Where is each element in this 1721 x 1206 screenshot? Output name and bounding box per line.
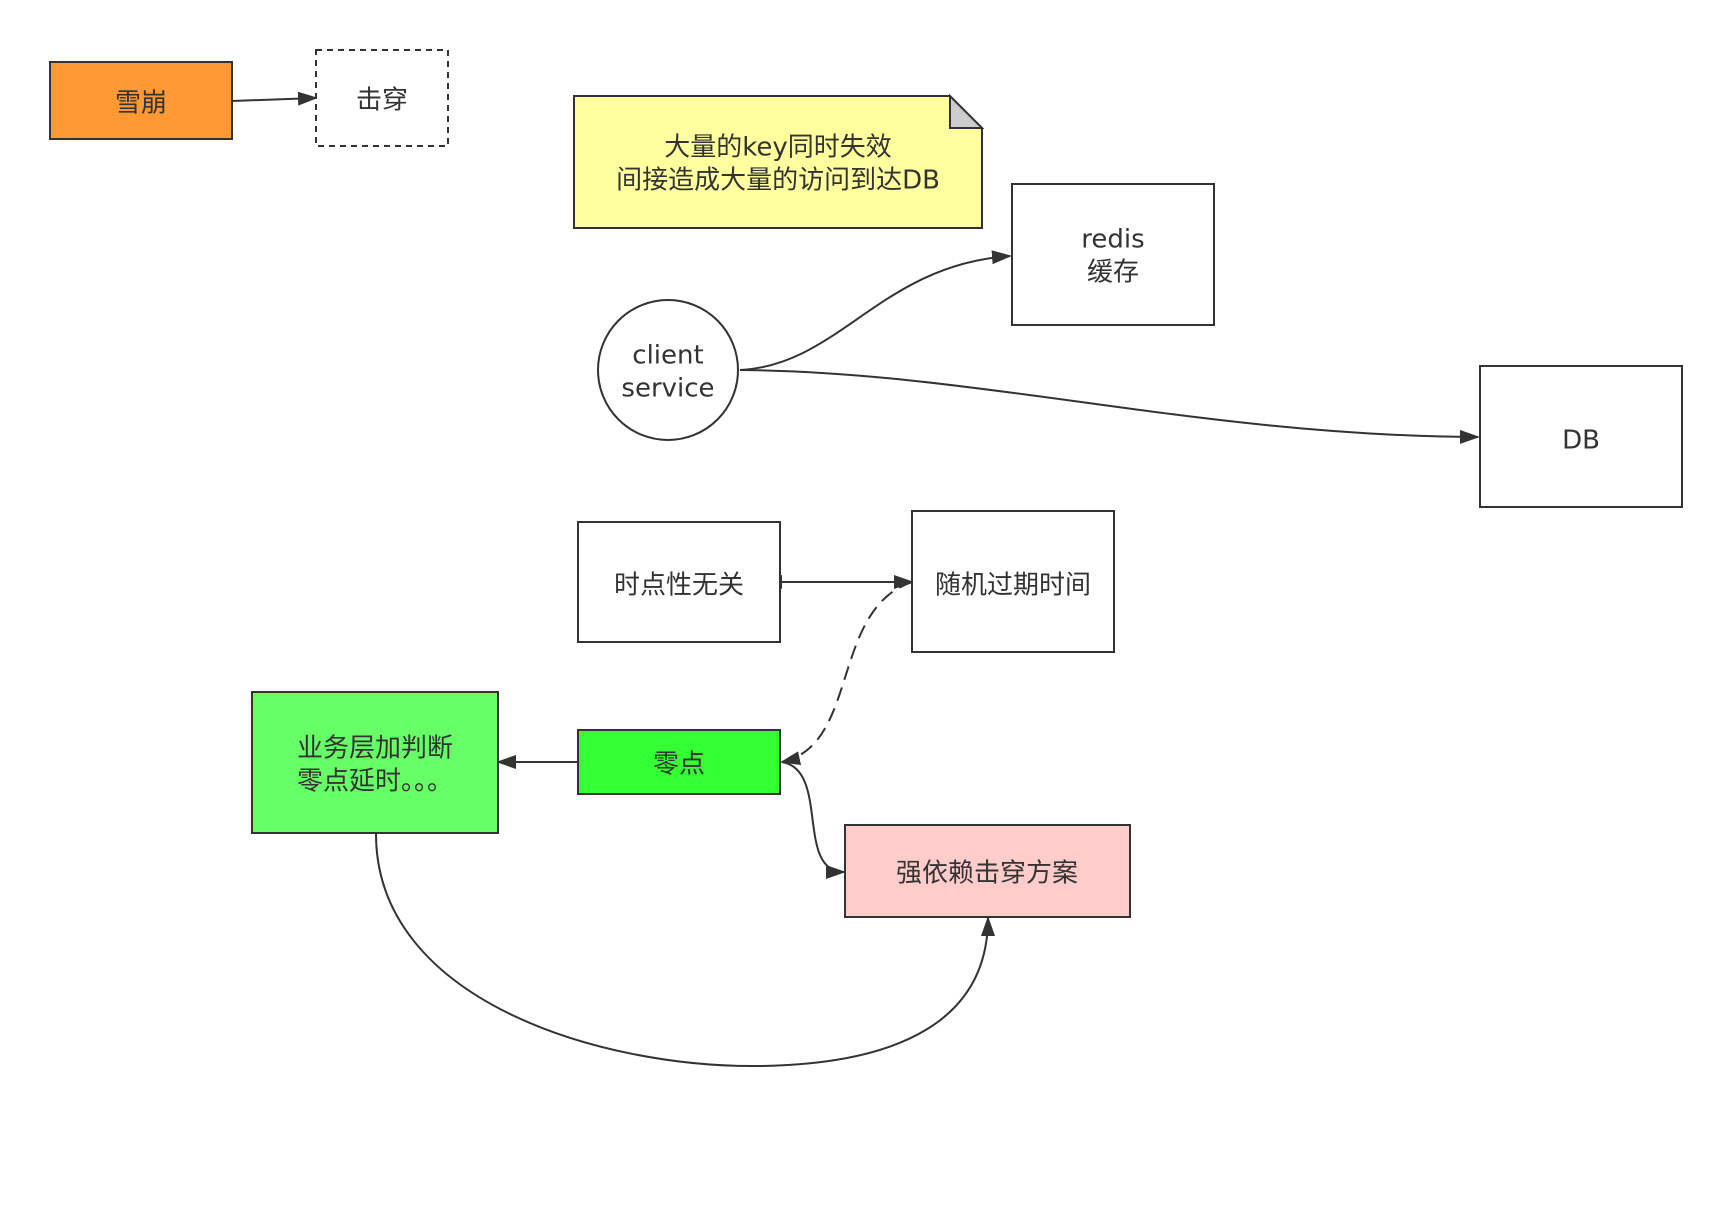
node-db-box bbox=[1479, 365, 1683, 508]
node-client-line-2: service bbox=[621, 374, 714, 404]
node-client-line-1: client bbox=[632, 341, 703, 371]
node-client-circle bbox=[597, 299, 739, 441]
edge-client-to-db bbox=[739, 369, 1480, 444]
node-redis-line-2: 缓存 bbox=[1087, 258, 1139, 288]
node-redis-line-1: redis bbox=[1081, 225, 1144, 255]
node-business-layer-box bbox=[251, 691, 499, 834]
note-fold-corner bbox=[949, 93, 985, 129]
node-time-irrelevant-box bbox=[577, 521, 781, 643]
node-strong-dependency-label: 强依赖击穿方案 bbox=[896, 859, 1078, 889]
note-line-2: 间接造成大量的访问到达DB bbox=[616, 166, 940, 196]
node-time-irrelevant-label: 时点性无关 bbox=[614, 571, 744, 601]
node-zero-point-label: 零点 bbox=[653, 750, 705, 780]
note-shape bbox=[573, 95, 983, 229]
node-zero-point[interactable]: 零点 bbox=[577, 729, 781, 795]
node-avalanche-box bbox=[49, 61, 233, 140]
node-avalanche[interactable]: 雪崩 bbox=[49, 61, 233, 140]
node-db-label: DB bbox=[1562, 426, 1600, 456]
node-redis-box bbox=[1011, 183, 1215, 326]
edge-random-expire-to-zero-point bbox=[780, 581, 913, 765]
node-zero-point-box bbox=[577, 729, 781, 795]
node-db[interactable]: DB bbox=[1479, 365, 1683, 508]
node-penetration[interactable]: 击穿 bbox=[315, 49, 449, 147]
edges bbox=[231, 91, 1480, 1068]
node-strong-dependency-box bbox=[844, 824, 1131, 918]
node-redis[interactable]: redis 缓存 bbox=[1011, 183, 1215, 326]
edge-zero-point-to-strong-dependency bbox=[781, 761, 846, 879]
edge-client-to-redis bbox=[739, 250, 1012, 371]
node-business-layer[interactable]: 业务层加判断 零点延时。。。 bbox=[251, 691, 499, 834]
node-penetration-label: 击穿 bbox=[356, 86, 408, 116]
node-random-expire-label: 随机过期时间 bbox=[935, 571, 1091, 601]
note-line-1: 大量的key同时失效 bbox=[664, 133, 892, 163]
node-client[interactable]: client service bbox=[597, 299, 739, 441]
node-business-layer-line-1: 业务层加判断 bbox=[297, 734, 453, 764]
edge-business-layer-to-strong-dependency bbox=[375, 833, 995, 1068]
node-business-layer-line-2: 零点延时。。。 bbox=[297, 767, 453, 797]
node-random-expire-box bbox=[911, 510, 1115, 653]
node-strong-dependency[interactable]: 强依赖击穿方案 bbox=[844, 824, 1131, 918]
node-avalanche-label: 雪崩 bbox=[115, 89, 167, 119]
edge-avalanche-to-penetration bbox=[231, 91, 318, 106]
node-random-expire[interactable]: 随机过期时间 bbox=[911, 510, 1115, 653]
node-time-irrelevant[interactable]: 时点性无关 bbox=[577, 521, 781, 643]
node-penetration-box bbox=[315, 49, 449, 147]
node-note[interactable]: 大量的key同时失效 间接造成大量的访问到达DB bbox=[573, 93, 985, 229]
